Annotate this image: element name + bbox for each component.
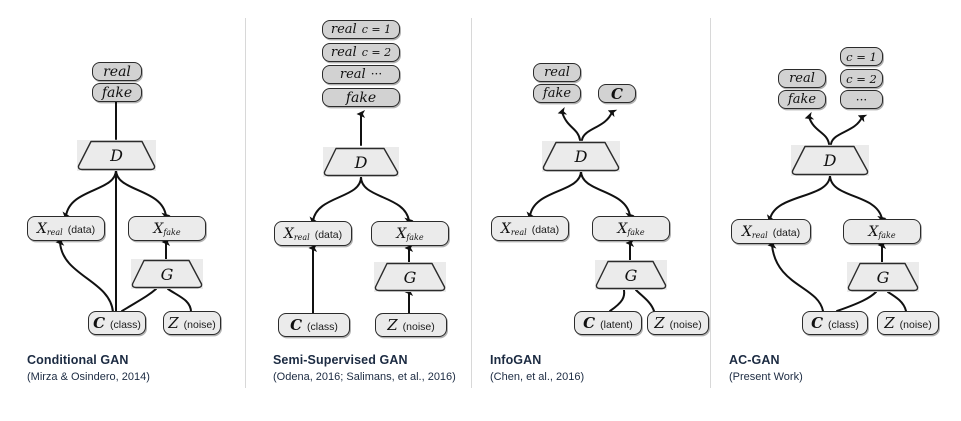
node-x-fake[interactable]: Xfake — [843, 219, 921, 244]
node-x-fake[interactable]: Xfake — [128, 216, 206, 241]
panel-ac-gan: real fake c = 1 c = 2 ··· D Xreal(data) … — [710, 0, 961, 421]
panel-divider-2 — [471, 18, 472, 388]
node-input-z[interactable]: Z(noise) — [877, 311, 939, 335]
panel-divider-1 — [245, 18, 246, 388]
output-box-c[interactable]: C — [598, 84, 636, 103]
panel-infogan: real fake C D Xreal(data) Xfake G C(la — [471, 0, 710, 421]
node-input-c[interactable]: C(class) — [88, 311, 146, 335]
discriminator-node[interactable]: D — [323, 147, 399, 177]
node-input-z[interactable]: Z(noise) — [163, 311, 221, 335]
node-input-z[interactable]: Z(noise) — [375, 313, 447, 337]
generator-node[interactable]: G — [847, 262, 919, 292]
panel-caption: AC-GAN (Present Work) — [729, 353, 803, 383]
output-box-c1[interactable]: c = 1 — [840, 47, 883, 66]
panel-caption: Semi-Supervised GAN (Odena, 2016; Salima… — [273, 353, 456, 383]
output-box-fake[interactable]: fake — [92, 83, 142, 102]
generator-node[interactable]: G — [374, 262, 446, 292]
output-box-real[interactable]: real — [778, 69, 826, 88]
node-input-c[interactable]: C(latent) — [574, 311, 642, 335]
output-box-fake[interactable]: fake — [322, 88, 400, 107]
node-x-fake[interactable]: Xfake — [592, 216, 670, 241]
generator-node[interactable]: G — [131, 259, 203, 289]
edges-conditional-gan — [55, 93, 192, 313]
output-box-real[interactable]: real — [92, 62, 142, 81]
output-box-fake[interactable]: fake — [778, 90, 826, 109]
output-box-c2[interactable]: c = 2 — [840, 69, 883, 88]
output-box-fake[interactable]: fake — [533, 84, 581, 103]
discriminator-node[interactable]: D — [791, 145, 869, 176]
discriminator-node[interactable]: D — [77, 140, 156, 171]
node-x-fake[interactable]: Xfake — [371, 221, 449, 246]
output-box-c-dots[interactable]: ··· — [840, 90, 883, 109]
node-x-real[interactable]: Xreal(data) — [274, 221, 352, 246]
node-input-c[interactable]: C(class) — [802, 311, 868, 335]
panel-caption: Conditional GAN (Mirza & Osindero, 2014) — [27, 353, 150, 383]
output-box-real-dots[interactable]: real··· — [322, 65, 400, 84]
discriminator-node[interactable]: D — [542, 141, 620, 172]
node-x-real[interactable]: Xreal(data) — [731, 219, 811, 244]
panel-caption: InfoGAN (Chen, et al., 2016) — [490, 353, 585, 383]
panel-conditional-gan: real fake D Xreal(data) Xfake G C( — [0, 0, 245, 421]
edges-infogan — [525, 106, 655, 312]
edges-ac-gan — [765, 111, 907, 312]
output-box-real[interactable]: real — [533, 63, 581, 82]
node-input-z[interactable]: Z(noise) — [647, 311, 709, 335]
node-x-real[interactable]: Xreal(data) — [491, 216, 569, 241]
generator-node[interactable]: G — [595, 260, 667, 290]
edges-semi-supervised-gan — [308, 110, 414, 314]
node-x-real[interactable]: Xreal(data) — [27, 216, 105, 241]
node-input-c[interactable]: C(class) — [278, 313, 350, 337]
panel-divider-3 — [710, 18, 711, 388]
